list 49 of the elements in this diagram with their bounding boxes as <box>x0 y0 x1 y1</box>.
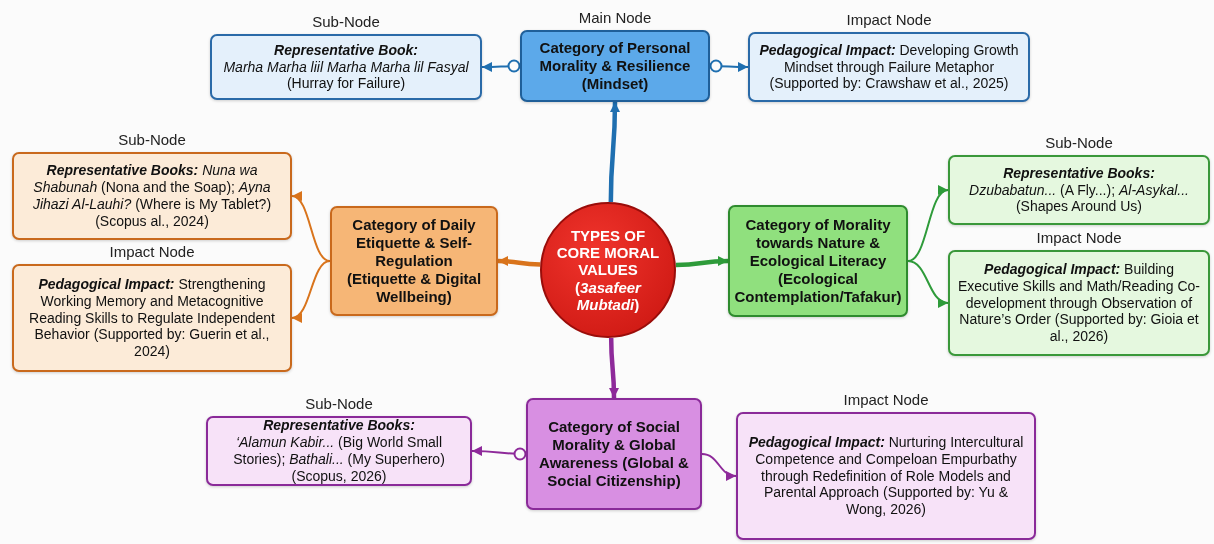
node-caption: Sub-Node <box>1044 134 1114 151</box>
box-heading: Representative Book: <box>274 41 418 59</box>
node-caption: Sub-Node <box>304 395 374 412</box>
arrow <box>497 256 541 267</box>
node-caption: Impact Node <box>845 11 933 28</box>
arrow <box>907 188 949 262</box>
node-caption: Sub-Node <box>117 131 187 148</box>
category-box <box>520 30 710 102</box>
arrow <box>608 337 619 398</box>
box-text: Category of Personal Morality & Resilience (Mindset) <box>538 39 692 93</box>
info-box <box>736 412 1036 540</box>
core-label: TYPES OF CORE MORAL VALUES (3asafeer Mubtadi) <box>555 226 661 314</box>
category-box <box>330 206 498 316</box>
node-caption: Impact Node <box>108 243 196 260</box>
box-text: Category of Daily Etiquette & Self-Regulation (Etiquette & Digital Wellbeing) <box>345 216 483 306</box>
info-box <box>210 34 482 100</box>
arrow <box>675 256 729 268</box>
box-text: Category of Social Morality & Global Awareness (Global & Social Citizenship) <box>538 418 690 490</box>
box-text: Pedagogical Impact: Strengthening Working Memory and Metacognitive Reading Skills to Regulate Independent Behavior (Supported by: Guerin et al., 2024) <box>28 276 276 360</box>
box-heading: Representative Books: <box>263 417 415 435</box>
info-box <box>948 250 1210 356</box>
box-heading: Representative Books: <box>1003 164 1155 182</box>
arrow <box>471 446 527 461</box>
arrow <box>291 194 331 262</box>
box-text: Category of Morality towards Nature & Ecological Literacy (Ecological Contemplation/Tafakur) <box>734 216 902 306</box>
box-text: Representative Books: Nuna wa Shabunah (Nona and the Soap); Ayna Jihazi Al-Lauhi? (Where is My Tablet?) (Scopus al., 2024) <box>31 162 273 230</box>
node-caption: Impact Node <box>842 391 930 408</box>
category-box <box>526 398 702 510</box>
box-text: Pedagogical Impact: Building Executive Skills and Math/Reading Co-development through Observation of Nature’s Order (Supported by: Gioia et al., 2026) <box>958 261 1200 345</box>
node-caption: Main Node <box>577 9 653 26</box>
box-text: Dzubabatun... (A Fly...); Al-Asykal... (Shapes Around Us) <box>968 181 1190 216</box>
box-text: Pedagogical Impact: Developing Growth Mindset through Failure Metaphor (Supported by: Crawshaw et al., 2025) <box>758 41 1020 93</box>
arrow <box>291 260 331 321</box>
arrow <box>481 59 521 73</box>
arrow <box>907 260 949 307</box>
box-text: Marha Marha liil Marha Marha lil Fasyal (Hurray for Failure) <box>222 58 470 93</box>
arrow <box>701 453 737 480</box>
category-box <box>728 205 908 317</box>
info-box <box>12 264 292 372</box>
node-caption: Sub-Node <box>311 13 381 30</box>
box-text: Pedagogical Impact: Nurturing Intercultural Competence and Compeloan Empurbathy through Redefinition of Role Models and Parental Approach (Supported by: Yu & Wong, 2026) <box>747 434 1025 518</box>
arrow <box>709 59 749 73</box>
box-text: ‘Alamun Kabir... (Big World Small Stories); Bathali... (My Superhero) (Scopus, 2026) <box>232 434 446 485</box>
node-caption: Impact Node <box>1035 229 1123 246</box>
info-box <box>748 32 1030 102</box>
info-box <box>206 416 472 486</box>
info-box <box>948 155 1210 225</box>
arrow <box>608 102 620 203</box>
info-box <box>12 152 292 240</box>
